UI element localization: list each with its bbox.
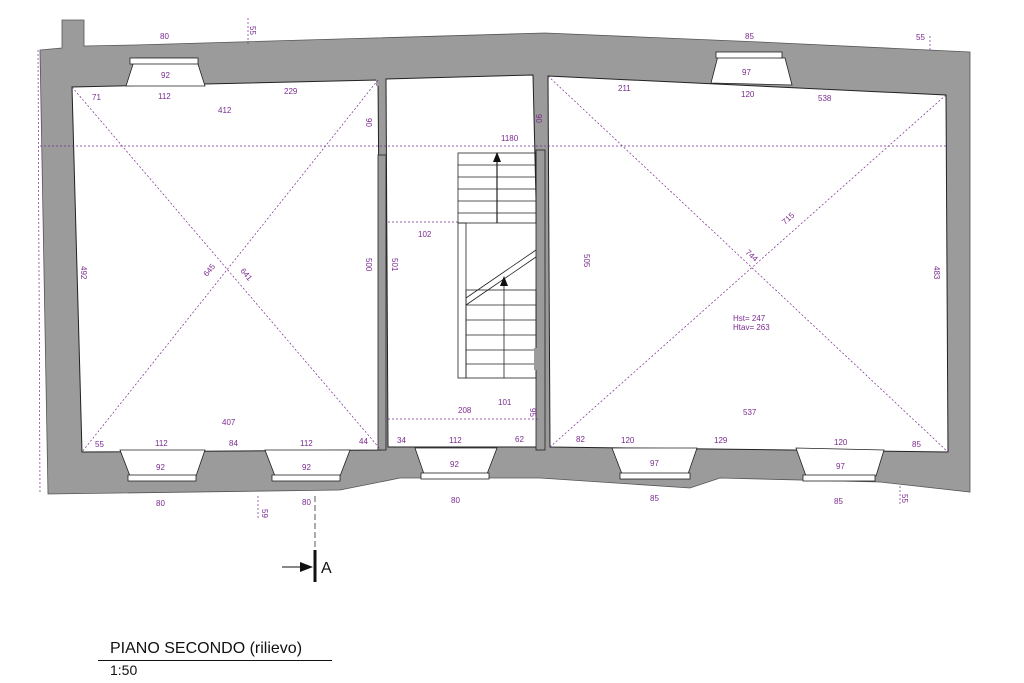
dim-label: 55 [248,26,257,35]
dim-label: 55 [95,440,104,449]
window-top-left [125,57,206,87]
window-bottom-3 [414,447,498,480]
drawing-scale: 1:50 [110,662,138,678]
dim-label: 483 [932,266,941,280]
dim-label: 120 [741,90,755,99]
dim-label: 505 [582,254,591,268]
title-underline [98,660,332,661]
dim-label: 85 [834,497,843,506]
dim-label: 537 [743,408,757,417]
dim-label: 208 [458,406,472,415]
section-marker [282,496,317,582]
dim-label: 44 [359,437,368,446]
dim-label: 492 [79,266,88,280]
dim-label: 62 [515,435,524,444]
dim-label: 34 [397,436,406,445]
dim-label: 55 [916,33,925,42]
dim-label: 85 [912,440,921,449]
dim-label: 95 [528,408,537,417]
dim-label: 80 [451,496,460,505]
dim-label: 229 [284,87,298,96]
dim-label: 120 [621,436,635,445]
dim-label: 80 [156,499,165,508]
dim-label: 92 [156,463,165,472]
dim-label: 112 [158,92,171,101]
dim-label: 92 [450,460,459,469]
window-bottom-2 [264,449,351,482]
dim-label: 211 [618,84,631,93]
dim-label: 112 [300,439,313,448]
window-bottom-5 [795,447,885,482]
dim-label: 55 [900,494,909,503]
room-stair [385,74,543,448]
dim-label: Hst= 247 [733,314,766,323]
window-bottom-1 [119,449,206,482]
wall-stub [376,78,382,86]
dim-label: 85 [650,494,659,503]
dim-label: 412 [218,106,232,115]
stair-arrow-up [493,152,501,162]
dim-label: 97 [650,459,659,468]
dim-label: 71 [92,93,101,102]
room-left [71,79,382,453]
dim-label: 120 [834,438,848,447]
dim-label: 80 [160,32,169,41]
window-bottom-4 [611,447,698,480]
dim-label: 80 [302,498,311,507]
dim-label: 407 [222,418,236,427]
dim-label: 102 [418,230,432,239]
dim-label: 129 [714,436,728,445]
window-top-right [710,51,793,86]
dim-label: 112 [449,436,462,445]
stair-post [534,348,542,370]
dim-label: 501 [390,258,399,272]
measurement-lines [37,18,949,520]
partition-wall-2 [535,149,546,451]
dim-label: 97 [742,68,751,77]
dim-label: 82 [576,435,585,444]
dim-label: 101 [498,398,512,407]
dim-label: 85 [745,32,754,41]
dim-label: 59 [260,509,269,518]
dim-label: 84 [229,439,238,448]
drawing-title: PIANO SECONDO (rilievo) [110,640,303,657]
dim-label: 500 [364,258,373,272]
dim-label: 538 [818,94,832,103]
section-letter: A [321,560,332,577]
stair-arrow-mid [500,276,508,286]
dim-label: 1180 [501,134,519,143]
dim-label: 90 [534,114,543,123]
dim-label: 92 [302,463,311,472]
dim-label: 92 [161,71,170,80]
partition-wall-1 [377,154,387,451]
wall-stub [536,72,544,84]
staircase [457,152,537,379]
dim-label: 97 [836,462,845,471]
dim-label: 112 [155,439,168,448]
dim-label: Htav= 263 [733,323,770,332]
dim-label: 90 [364,118,373,127]
